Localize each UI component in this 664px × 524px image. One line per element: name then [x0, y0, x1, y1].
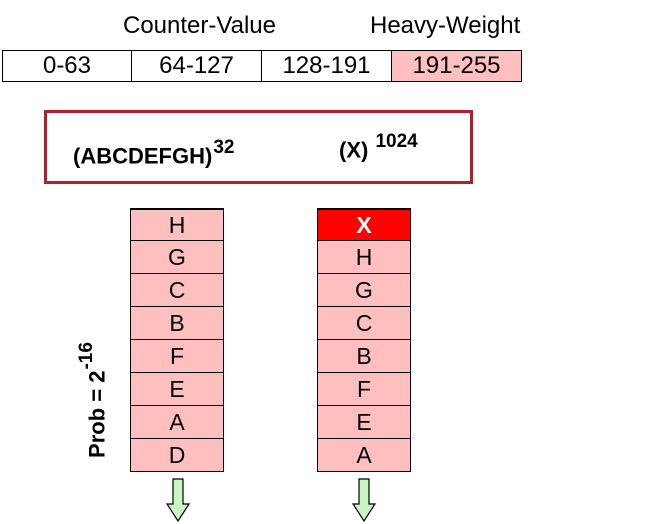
right-stack-cell: F: [317, 373, 411, 406]
right-stack-cell: B: [317, 340, 411, 373]
right-stack-cell: C: [317, 307, 411, 340]
left-stack-cell: B: [130, 307, 224, 340]
probability-exponent: -16: [76, 342, 97, 370]
left-stack-cell: H: [130, 208, 224, 241]
left-stack-cell: F: [130, 340, 224, 373]
pattern-left-base: (ABCDEFGH): [73, 143, 213, 169]
access-pattern-box: (ABCDEFGH)32 (X) 1024: [44, 110, 473, 184]
right-recency-stack: X H G C B F E A: [317, 208, 411, 472]
right-stack-cell: G: [317, 274, 411, 307]
range-64-127: 64-127: [131, 50, 262, 82]
pattern-left-exponent: 32: [213, 137, 235, 158]
pattern-right-base: (X): [339, 137, 369, 163]
range-0-63: 0-63: [2, 50, 132, 82]
left-stack-cell: A: [130, 406, 224, 439]
left-eviction-arrow-icon: [166, 478, 190, 522]
left-stack-cell: E: [130, 373, 224, 406]
right-stack-cell: A: [317, 439, 411, 472]
right-stack-cell: E: [317, 406, 411, 439]
pattern-right-exponent: 1024: [375, 131, 418, 152]
range-191-255-highlighted: 191-255: [391, 50, 522, 82]
left-stack-cell: G: [130, 241, 224, 274]
pattern-right: (X) 1024: [339, 131, 418, 163]
counter-value-heading: Counter-Value: [123, 12, 276, 39]
left-recency-stack: H G C B F E A D: [130, 208, 224, 472]
probability-text: Prob = 2: [84, 370, 110, 458]
right-stack-cell-inserted: X: [317, 208, 411, 241]
probability-label: Prob = 2-16: [76, 280, 110, 520]
left-stack-cell: C: [130, 274, 224, 307]
left-stack-cell: D: [130, 439, 224, 472]
right-stack-cell: H: [317, 241, 411, 274]
pattern-left: (ABCDEFGH)32: [73, 137, 235, 169]
heavy-weight-heading: Heavy-Weight: [370, 12, 521, 39]
right-eviction-arrow-icon: [352, 478, 376, 522]
range-128-191: 128-191: [261, 50, 392, 82]
